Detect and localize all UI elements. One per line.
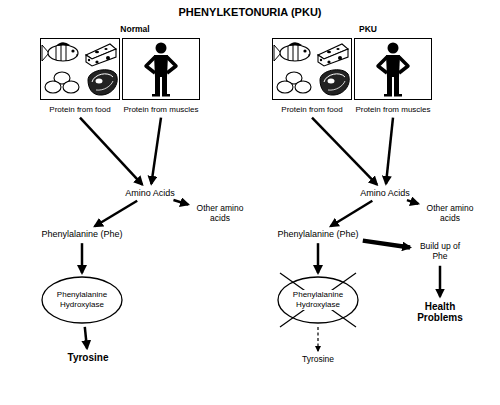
flow-arrow [331, 201, 373, 227]
step-text: Other amino acids [193, 204, 247, 224]
step-text: Amino Acids [360, 188, 410, 198]
enzyme-name: Phenylalanine Hydroxylase [52, 290, 112, 309]
cross-mark [280, 273, 356, 327]
text-node: Tyrosine [300, 354, 336, 366]
flow-arrow [407, 200, 418, 204]
panel-label: Protein from muscles [120, 105, 202, 115]
person-icon [378, 43, 408, 97]
panel-label: Protein from muscles [352, 105, 434, 115]
column-heading: PKU [357, 24, 379, 34]
step-text: Phenylalanine (Phe) [277, 229, 358, 239]
text-node: Other amino acids [421, 203, 479, 225]
enzyme-ellipse: Phenylalanine Hydroxylase [41, 276, 123, 324]
flow-arrow [81, 243, 84, 273]
panel-label: Protein from food [38, 105, 122, 115]
flow-arrow [85, 327, 87, 348]
text-node: Build up of Phe [413, 241, 467, 263]
flow-arrow [363, 241, 410, 248]
flow-arrow [151, 118, 161, 184]
panel-frame [354, 38, 432, 100]
text-node: Phenylalanine (Phe) [39, 228, 124, 240]
enzyme-name: Phenylalanine Hydroxylase [288, 290, 348, 309]
flow-arrow [317, 243, 320, 273]
flow-arrow [95, 201, 137, 227]
step-text: Amino Acids [125, 188, 175, 198]
flow-arrow [173, 200, 188, 204]
step-text: Phenylalanine (Phe) [41, 229, 122, 239]
panel-frame [272, 38, 352, 100]
image-panel: Protein from muscles [352, 38, 434, 115]
food-icons [42, 42, 117, 95]
image-panel: Protein from food [270, 38, 354, 115]
panel-frame [40, 38, 120, 100]
step-text: Build up of Phe [415, 242, 465, 262]
image-panel: Protein from muscles [120, 38, 202, 115]
enzyme-ellipse: Phenylalanine Hydroxylase [277, 276, 359, 324]
step-text: Tyrosine [302, 355, 334, 365]
person-icon [146, 43, 176, 97]
flow-arrow [386, 118, 393, 184]
flow-arrow [312, 118, 377, 185]
text-node: Health Problems [410, 300, 470, 325]
step-text: Other amino acids [423, 204, 477, 224]
flow-arrow [439, 266, 442, 297]
diagram-title: PHENYLKETONURIA (PKU) [176, 6, 323, 18]
flow-arrow [80, 118, 142, 185]
column-heading: Normal [118, 24, 151, 34]
text-node: Amino Acids [358, 187, 412, 199]
text-node: Tyrosine [66, 351, 111, 365]
panel-frame [122, 38, 200, 100]
text-node: Phenylalanine (Phe) [275, 228, 360, 240]
cross-mark [280, 273, 356, 327]
text-node: Other amino acids [191, 203, 249, 225]
text-node: Amino Acids [123, 187, 177, 199]
flow-arrow [317, 327, 318, 351]
emphasis-text: Health Problems [412, 301, 468, 324]
panel-label: Protein from food [270, 105, 354, 115]
image-panel: Protein from food [38, 38, 122, 115]
emphasis-text: Tyrosine [68, 352, 109, 364]
food-icons [274, 42, 349, 95]
